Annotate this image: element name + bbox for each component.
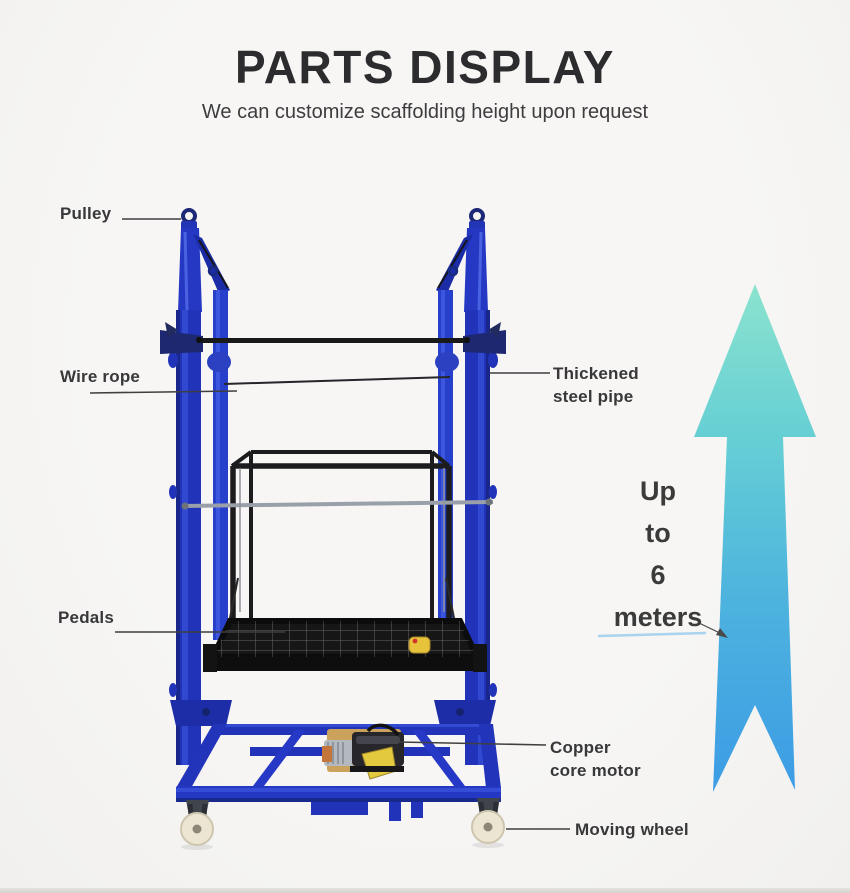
base-front-rail	[176, 786, 501, 821]
up-arrow-graphic	[694, 284, 816, 792]
label-pulley: Pulley	[60, 204, 112, 223]
label-copper-core-motor: Copper core motor	[550, 736, 641, 782]
left-mast	[160, 208, 231, 765]
label-moving-wheel: Moving wheel	[575, 820, 689, 839]
page-title: PARTS DISPLAY	[235, 41, 615, 93]
wire-rope-graphic	[223, 376, 451, 385]
label-pedals: Pedals	[58, 608, 115, 627]
height-callout-line: Up	[640, 476, 676, 506]
height-callout-line: to	[645, 518, 671, 548]
pulley-ring-right	[469, 208, 485, 224]
label-line: steel pipe	[553, 387, 634, 406]
label-thickened-steel-pipe: Thickened steel pipe	[553, 362, 639, 408]
label-line: core motor	[550, 761, 641, 780]
meters-pointer	[597, 622, 728, 638]
page-subtitle: We can customize scaffolding height upon…	[201, 101, 649, 123]
motor-leader	[397, 741, 547, 746]
pointer-arrowhead-icon	[716, 628, 728, 638]
label-line: Copper	[550, 738, 611, 757]
right-mast	[435, 208, 506, 765]
scaffold-frame	[160, 208, 506, 850]
middle-silver-bar	[181, 498, 494, 510]
callout-lines	[89, 218, 570, 830]
label-line: Thickened	[553, 364, 639, 383]
moving-wheel-right	[471, 798, 505, 848]
height-callout-line: 6	[650, 560, 666, 590]
copper-core-motor-graphic	[322, 723, 404, 780]
bottom-edge-divider	[0, 888, 850, 893]
height-callout-line: meters	[613, 602, 703, 632]
pulley-ring-left	[181, 208, 197, 224]
tape-measure	[408, 636, 431, 654]
moving-wheel-left	[180, 800, 214, 850]
label-wire-rope: Wire rope	[60, 367, 141, 386]
platform-pedals	[203, 618, 487, 672]
top-cross-bar	[196, 337, 470, 343]
height-callout: Up to 6 meters	[600, 470, 716, 638]
wire-rope-leader	[89, 390, 238, 394]
